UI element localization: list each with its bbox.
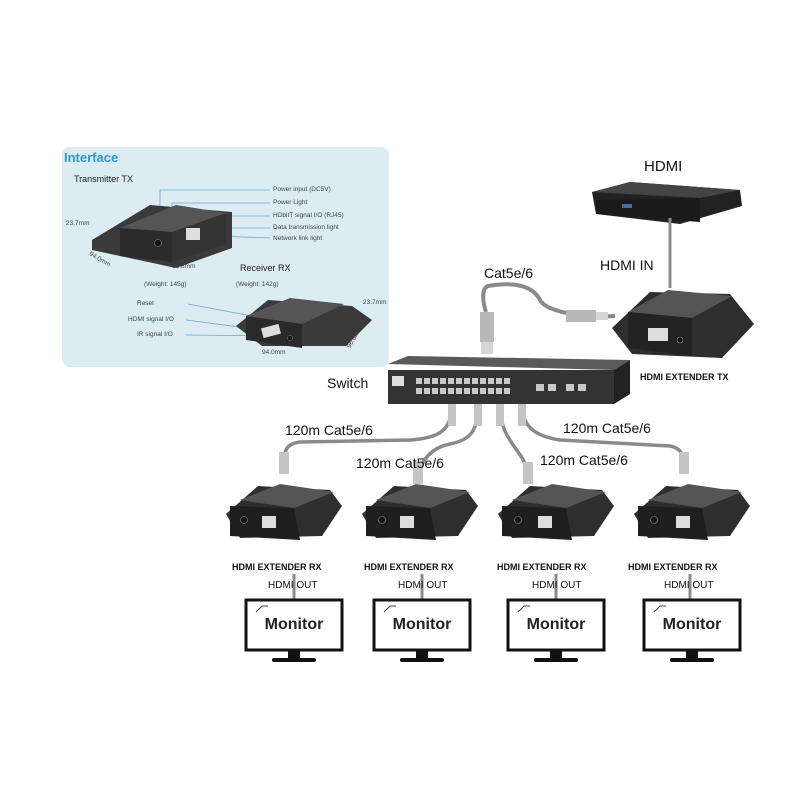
tx-extender-label: HDMI EXTENDER TX [640,372,729,382]
tx-extender [612,290,754,358]
interface-title: Interface [64,150,119,165]
rx-extender-label-1: HDMI EXTENDER RX [232,562,322,572]
rx-extender-1 [226,484,342,540]
interface-tx-device [92,205,232,268]
callout-reset: Reset [137,300,154,307]
rx-extender-label-4: HDMI EXTENDER RX [628,562,718,572]
hdmi-out-cables [292,574,692,600]
rx-extender-2 [362,484,478,540]
rx-extender-3 [498,484,614,540]
callout-ir-io: IR signal I/O [137,331,173,338]
tx-section-label: Transmitter TX [74,174,134,184]
hdmi-out-label-4: HDMI OUT [664,580,714,591]
interface-rx-device [236,298,372,348]
network-switch [388,356,630,404]
monitor-3 [506,598,606,662]
monitor-label-3: Monitor [526,616,586,633]
monitor-label-4: Monitor [662,616,722,633]
rj45-plug-switch [480,312,494,354]
monitor-2 [372,598,472,662]
switch-label: Switch [327,375,369,391]
dim-rx-height: 23.7mm [363,299,387,306]
callout-hdbitt-io: HDbitT signal I/O (RJ45) [273,212,344,219]
dim-tx-width: 96.8mm [172,263,196,270]
hdmi-source-label: HDMI [644,158,683,175]
dim-tx-height: 23.7mm [66,220,90,227]
monitor-1 [244,598,344,662]
monitor-label-1: Monitor [264,616,324,633]
rx-rj45-plugs [279,404,689,484]
rx-cable-label-2: 120m Cat5e/6 [356,455,444,471]
rx-cable-label-1: 120m Cat5e/6 [285,422,373,438]
monitor-4 [642,598,742,662]
rx-extender-label-2: HDMI EXTENDER RX [364,562,454,572]
rx-extender-4 [634,484,750,540]
rx-cable-label-3: 120m Cat5e/6 [540,452,628,468]
callout-power-input: Power input (DC5V) [273,186,331,193]
dim-rx-width: 94.0mm [262,349,286,356]
cat-cable-label: Cat5e/6 [484,265,534,281]
rx-extender-label-3: HDMI EXTENDER RX [497,562,587,572]
callout-power-light: Power Light [273,199,308,206]
hdmi-in-label: HDMI IN [600,257,654,273]
rj45-plug-tx [566,310,608,322]
monitor-label-2: Monitor [392,616,452,633]
hdmi-out-label-2: HDMI OUT [398,580,448,591]
rx-weight: (Weight: 142g) [236,281,279,288]
callout-link-light: Network link light [273,235,323,242]
callout-hdmi-io: HDMI signal I/O [128,316,174,323]
tx-weight: (Weight: 145g) [144,281,187,288]
hdmi-out-label-1: HDMI OUT [268,580,318,591]
rx-section-label: Receiver RX [240,263,291,273]
hdmi-out-label-3: HDMI OUT [532,580,582,591]
switch-ports [416,378,586,394]
callout-data-light: Data transmission light [273,224,339,231]
rx-cable-label-4: 120m Cat5e/6 [563,420,651,436]
hdmi-source-player [592,182,742,224]
